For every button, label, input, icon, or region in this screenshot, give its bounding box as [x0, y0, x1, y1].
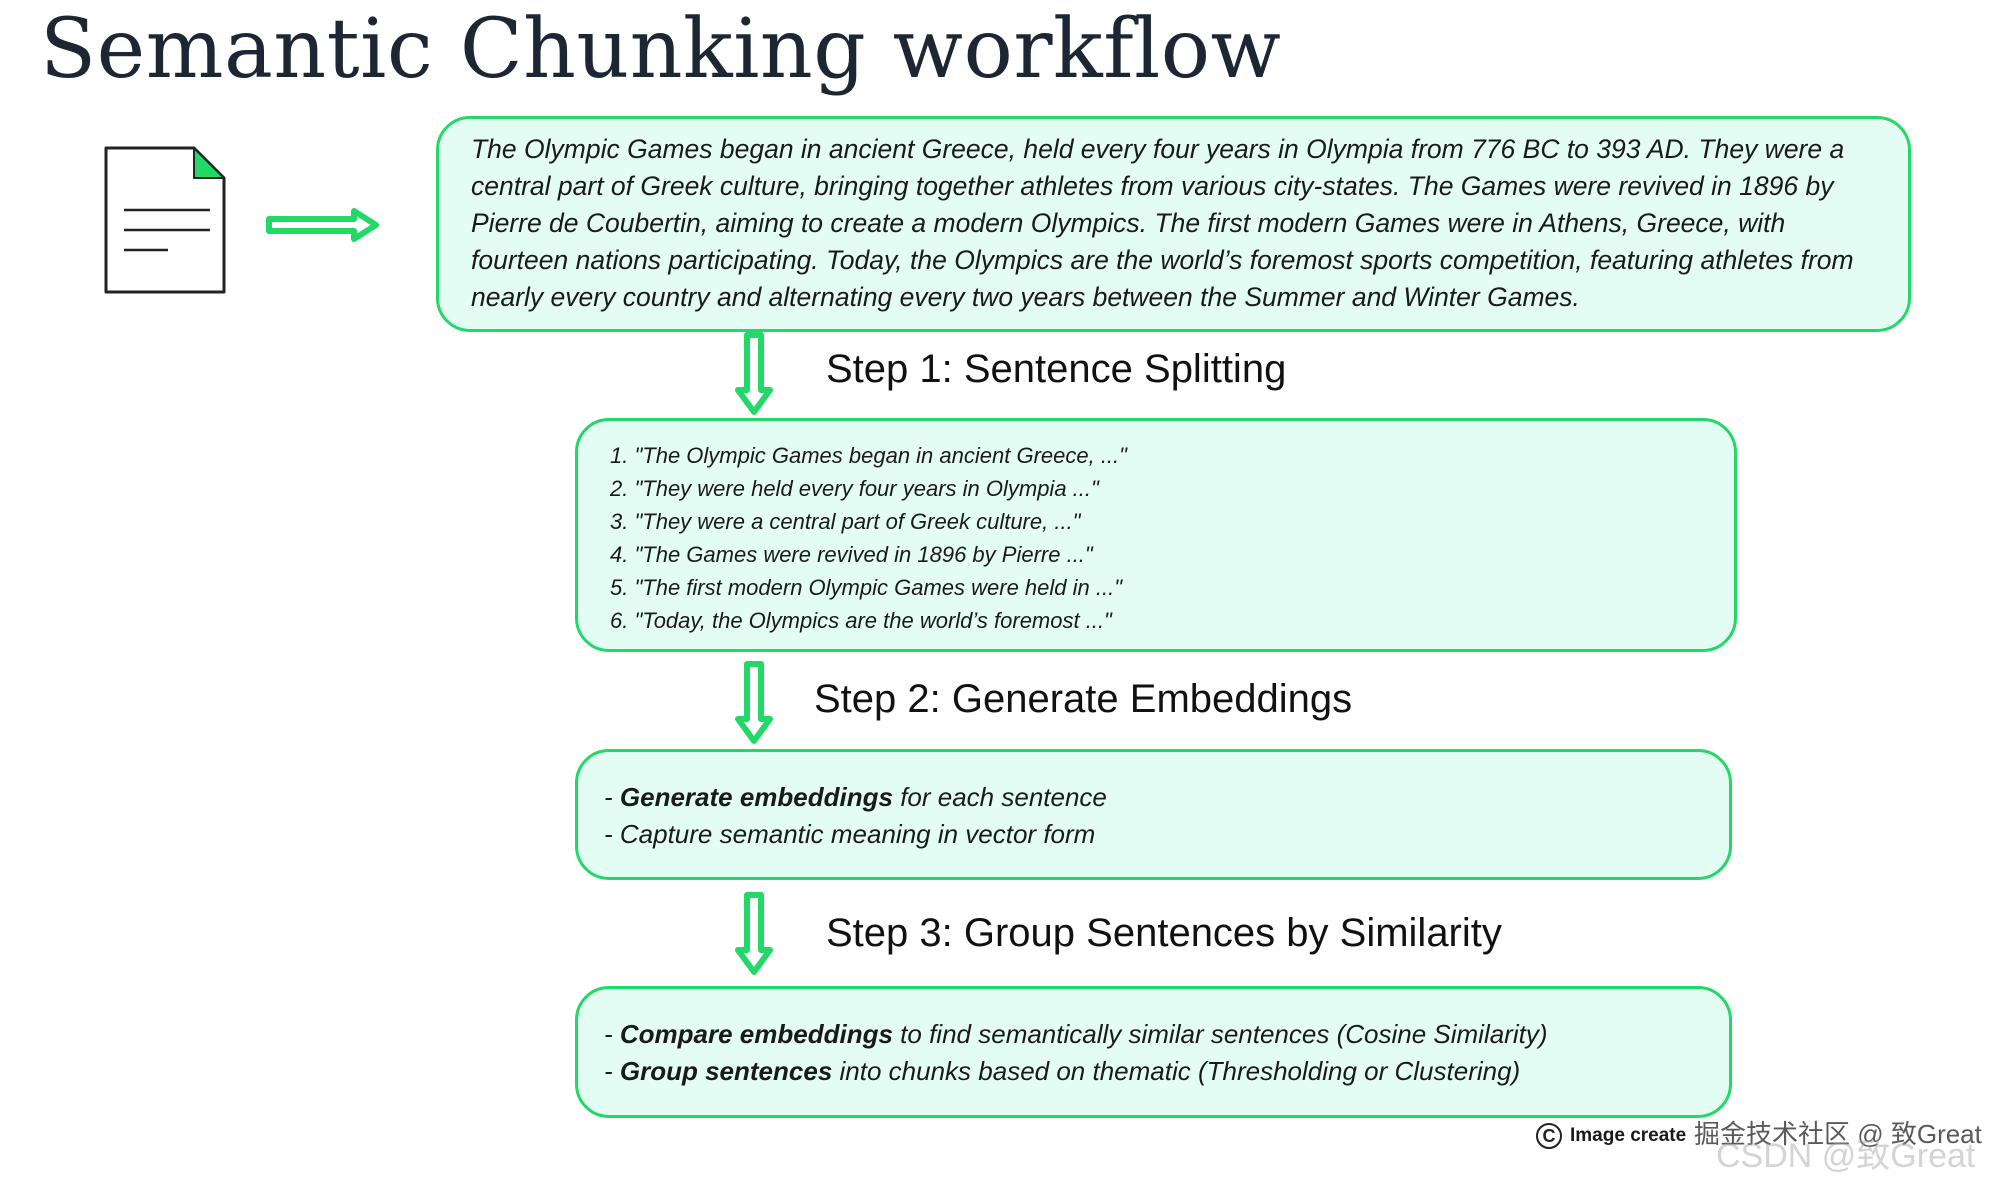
copyright-icon: C [1536, 1123, 1562, 1149]
step-1-label: Step 1: Sentence Splitting [826, 347, 1287, 391]
step-2-label: Step 2: Generate Embeddings [814, 677, 1353, 721]
list-item: 6. "Today, the Olympics are the world’s … [610, 608, 1112, 633]
right-arrow-icon [266, 208, 379, 242]
list-item: 3. "They were a central part of Greek cu… [610, 509, 1081, 534]
bullet-item: - Capture semantic meaning in vector for… [604, 819, 1096, 849]
page-title: Semantic Chunking workflow [40, 2, 1282, 97]
step-2-box: - Generate embeddings for each sentence … [575, 749, 1732, 880]
down-arrow-icon [735, 892, 773, 975]
step-3-box: - Compare embeddings to find semanticall… [575, 986, 1732, 1118]
step-1-box: 1. "The Olympic Games began in ancient G… [575, 418, 1737, 652]
credit-text: Image create [1570, 1125, 1687, 1146]
input-text: The Olympic Games began in ancient Greec… [471, 134, 1854, 312]
image-credit: C Image create [1536, 1118, 1686, 1154]
list-item: 5. "The first modern Olympic Games were … [610, 575, 1123, 600]
watermark-csdn: CSDN @致Great [1716, 1137, 1976, 1175]
step-3-label: Step 3: Group Sentences by Similarity [826, 911, 1502, 955]
bullet-item: - Compare embeddings to find semanticall… [604, 1019, 1548, 1049]
watermark-juejin: 掘金技术社区 @ 致Great [1694, 1119, 1982, 1149]
input-text-box: The Olympic Games began in ancient Greec… [436, 116, 1911, 332]
document-icon [104, 146, 226, 294]
down-arrow-icon [735, 332, 773, 415]
sentence-list: 1. "The Olympic Games began in ancient G… [610, 439, 1704, 637]
list-item: 4. "The Games were revived in 1896 by Pi… [610, 542, 1093, 567]
bullet-item: - Generate embeddings for each sentence [604, 782, 1107, 812]
bullet-item: - Group sentences into chunks based on t… [604, 1056, 1521, 1086]
list-item: 1. "The Olympic Games began in ancient G… [610, 443, 1127, 468]
down-arrow-icon [735, 661, 773, 744]
list-item: 2. "They were held every four years in O… [610, 476, 1099, 501]
